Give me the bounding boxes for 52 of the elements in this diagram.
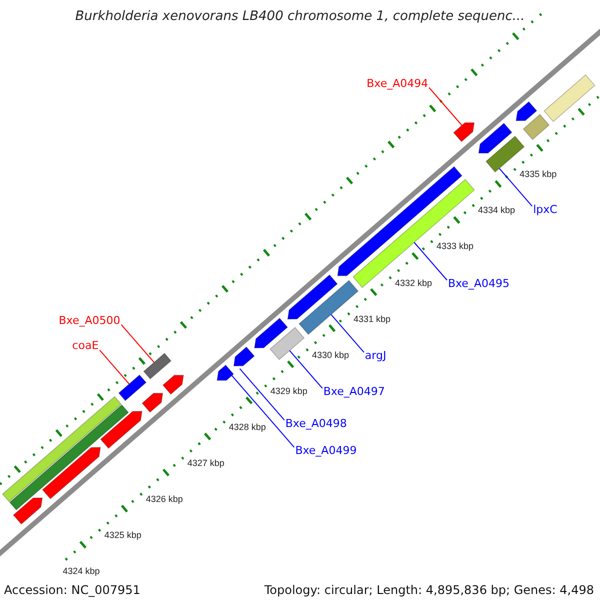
- gene-label: argJ: [364, 350, 386, 362]
- gene-feature: [522, 114, 550, 140]
- tick-label: 4325 kbp: [104, 531, 142, 541]
- gene-feature: [287, 274, 338, 320]
- gene-feature: [143, 352, 172, 380]
- tick-label: 4333 kbp: [436, 242, 474, 252]
- gene-feature: [100, 410, 142, 449]
- tick-label: 4335 kbp: [520, 170, 557, 180]
- tick-label: 4324 kbp: [62, 567, 100, 578]
- leader-line: [120, 324, 155, 363]
- gene-feature: [544, 74, 596, 122]
- leader-line: [239, 368, 285, 421]
- leader-line: [414, 242, 448, 281]
- tick-label: 4332 kbp: [394, 278, 432, 288]
- map-title: Burkholderia xenovorans LB400 chromosome 1, complete sequenc...: [75, 9, 525, 24]
- gene-feature: [2, 396, 122, 502]
- gene-label: Bxe_A0498: [285, 418, 347, 430]
- gene-feature: [478, 122, 512, 154]
- tick-label: 4326 kbp: [146, 495, 183, 505]
- leader-line: [428, 87, 462, 126]
- tick-label: 4328 kbp: [228, 422, 266, 433]
- gene-feature: [233, 346, 255, 366]
- gene-label: Bxe_A0499: [295, 445, 357, 458]
- gene-feature: [162, 374, 184, 395]
- accession-text: Accession: NC_007951: [4, 584, 140, 597]
- gene-label: Bxe_A0495: [448, 278, 510, 290]
- tick-label: 4329 kbp: [270, 386, 308, 397]
- gene-feature: [254, 318, 288, 348]
- gene-label: Bxe_A0500: [58, 314, 120, 327]
- gene-feature: [118, 374, 147, 402]
- gene-feature: [516, 101, 538, 122]
- gene-feature: [9, 404, 129, 510]
- gene-feature: [453, 122, 475, 142]
- gene-feature: [269, 326, 305, 360]
- gene-label: coaE: [72, 340, 99, 352]
- gene-label: Bxe_A0497: [323, 386, 385, 398]
- gene-feature: [216, 364, 234, 381]
- tick-label: 4327 kbp: [187, 458, 224, 469]
- gene-feature: [142, 392, 164, 413]
- gene-feature: [42, 447, 101, 500]
- tick-label: 4331 kbp: [353, 314, 390, 324]
- leader-line: [330, 314, 364, 353]
- leader-line: [498, 168, 533, 207]
- leader-line: [231, 375, 295, 448]
- gene-feature: [12, 498, 43, 525]
- tick-label: 4334 kbp: [478, 206, 516, 216]
- leader-line: [289, 350, 323, 389]
- gene-label: lpxC: [533, 204, 558, 216]
- tick-label: 4330 kbp: [312, 350, 349, 361]
- summary-text: Topology: circular; Length: 4,895,836 bp; Genes: 4,498: [264, 584, 594, 597]
- gene-label: Bxe_A0494: [366, 78, 428, 90]
- leader-line: [99, 350, 130, 384]
